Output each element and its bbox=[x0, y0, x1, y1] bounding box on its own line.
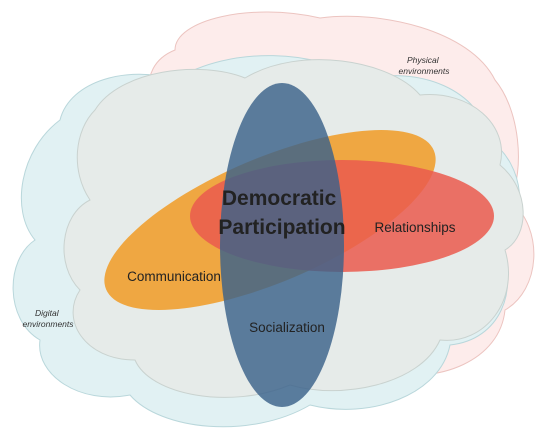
socialization-label: Socialization bbox=[249, 320, 325, 335]
communication-label: Communication bbox=[127, 269, 221, 284]
democratic-participation-label: Democratic Participation bbox=[218, 187, 345, 239]
relationships-label: Relationships bbox=[374, 220, 455, 235]
physical-environments-label: Physical environments bbox=[398, 55, 450, 76]
socialization-ellipse bbox=[220, 83, 344, 407]
digital-environments-label: Digital environments bbox=[22, 308, 74, 329]
